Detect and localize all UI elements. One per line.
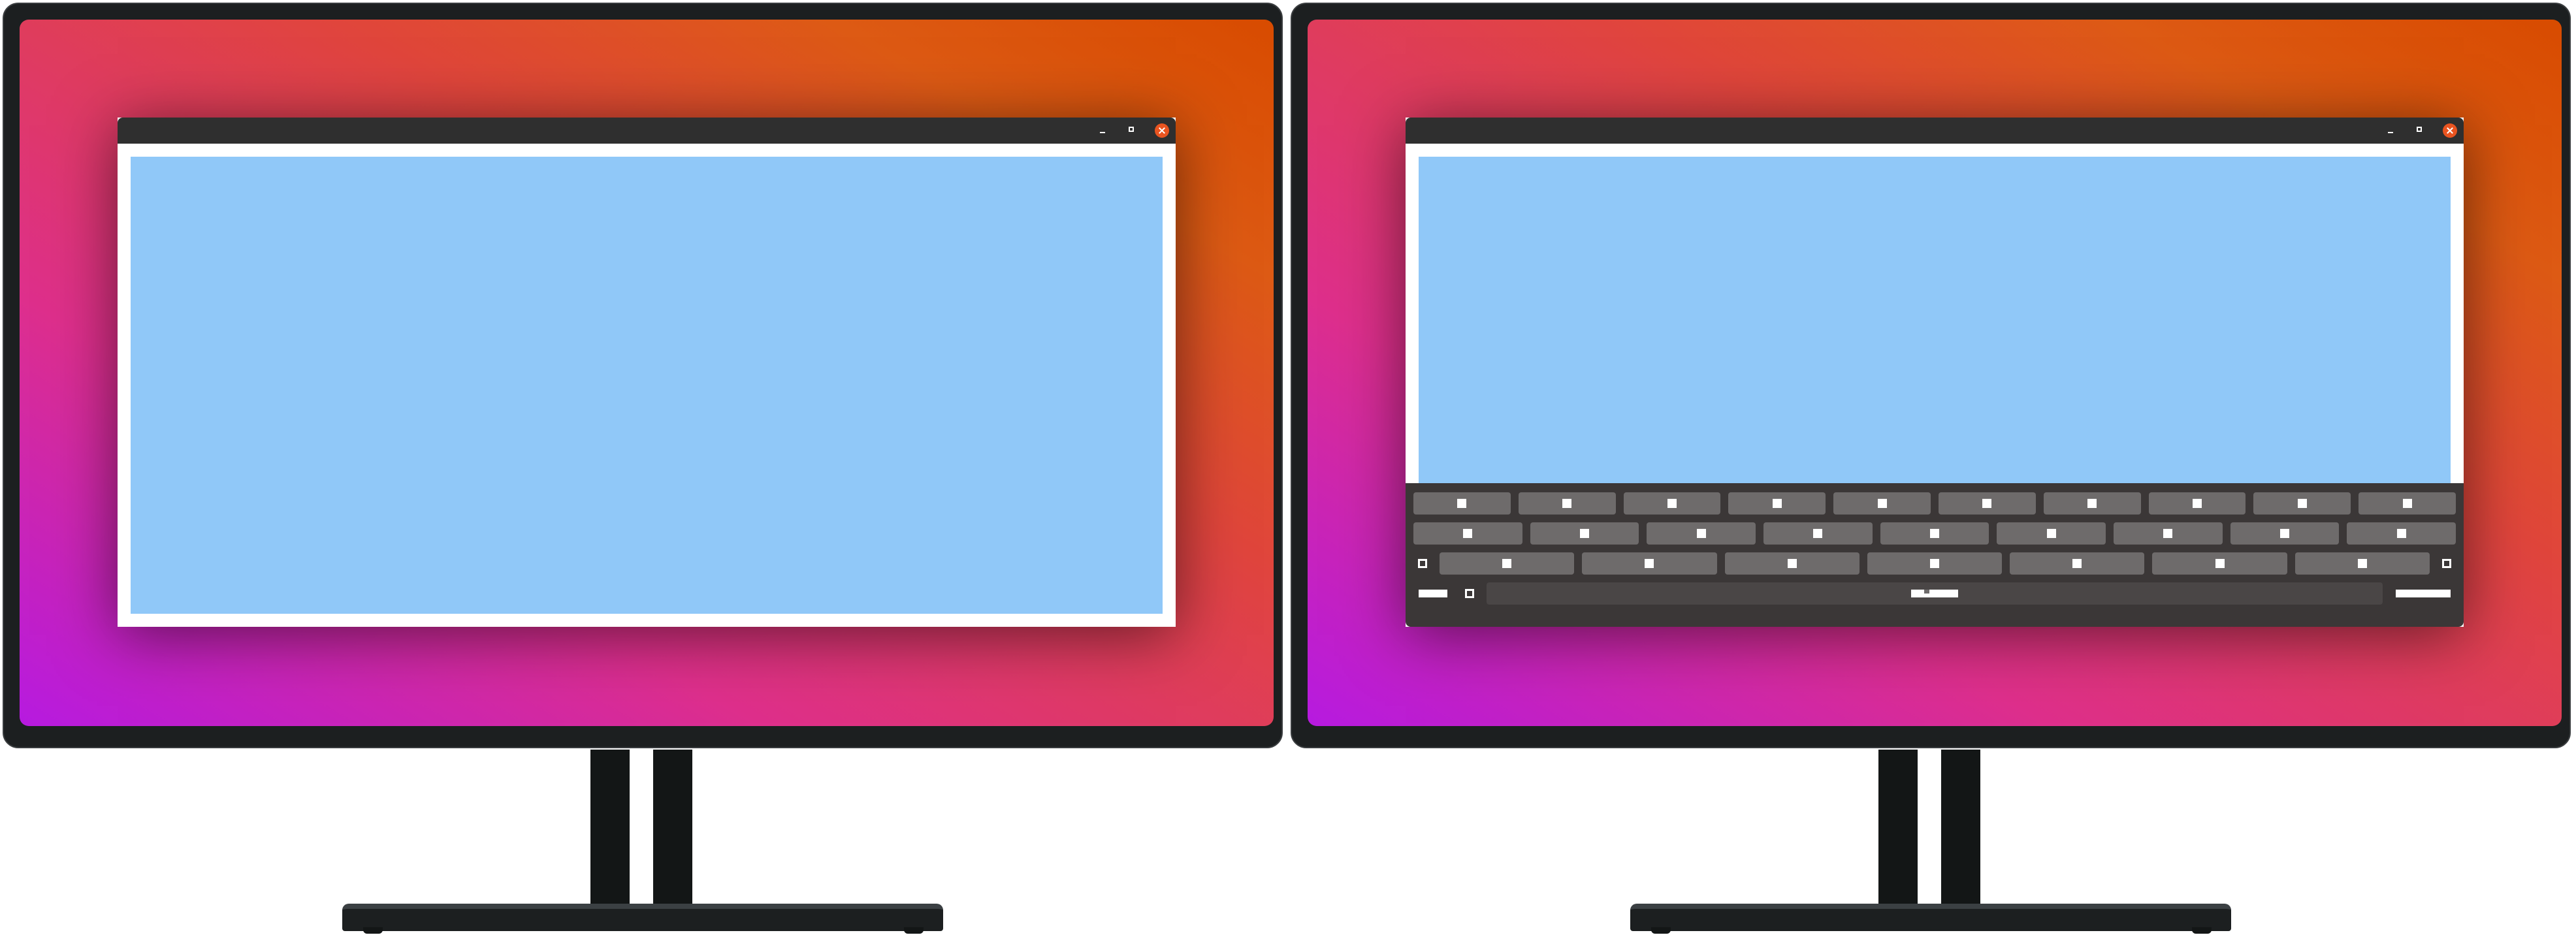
app-window[interactable] [1406, 118, 2464, 627]
monitor-stand-base [342, 904, 943, 931]
close-icon[interactable] [1155, 123, 1169, 138]
monitor-stand-post [590, 750, 630, 908]
desktop-wallpaper [1308, 20, 2562, 726]
keyboard-key[interactable] [1763, 522, 1873, 545]
shift-key[interactable] [1413, 552, 1432, 575]
keyboard-row-1 [1413, 492, 2456, 515]
keyboard-key[interactable] [1647, 522, 1756, 545]
keyboard-key[interactable] [2148, 492, 2246, 515]
keyboard-key[interactable] [1833, 492, 1931, 515]
content-area[interactable] [131, 157, 1163, 614]
keyboard-key[interactable] [2347, 522, 2456, 545]
window-content[interactable] [118, 144, 1176, 627]
window-content[interactable] [1406, 144, 2464, 483]
keyboard-key[interactable] [2359, 492, 2456, 515]
keyboard-key[interactable] [2043, 492, 2141, 515]
keyboard-key[interactable] [2010, 552, 2145, 575]
monitor-stand-foot [363, 927, 383, 934]
minimize-icon[interactable] [1097, 124, 1110, 137]
keyboard-key[interactable] [1724, 552, 1860, 575]
keyboard-key[interactable] [1938, 492, 2036, 515]
monitor-stand-post [653, 750, 692, 908]
monitor-stand-base [1630, 904, 2231, 931]
keyboard-key[interactable] [2253, 492, 2351, 515]
keyboard-key[interactable] [1880, 522, 1989, 545]
keyboard-key[interactable] [1518, 492, 1616, 515]
minimize-icon[interactable] [2385, 124, 2398, 137]
keyboard-key[interactable] [1413, 522, 1522, 545]
maximize-icon[interactable] [1126, 124, 1139, 137]
monitor-stand-foot [1651, 927, 1671, 934]
keyboard-key[interactable] [1867, 552, 2003, 575]
monitor-bezel [3, 3, 1283, 748]
content-area[interactable] [1419, 157, 2451, 483]
keyboard-key[interactable] [2152, 552, 2287, 575]
layout-key[interactable] [1460, 582, 1479, 605]
close-icon[interactable] [2443, 123, 2457, 138]
keyboard-key[interactable] [1582, 552, 1717, 575]
symbols-key[interactable] [1413, 582, 1453, 605]
monitor-right [1288, 0, 2576, 935]
enter-key[interactable] [2391, 582, 2456, 605]
keyboard-key[interactable] [2114, 522, 2223, 545]
keyboard-key[interactable] [2294, 552, 2430, 575]
keyboard-row-4 [1413, 582, 2456, 605]
keyboard-key[interactable] [2230, 522, 2340, 545]
keyboard-key[interactable] [1728, 492, 1826, 515]
app-window[interactable] [118, 118, 1176, 627]
on-screen-keyboard [1406, 483, 2464, 627]
maximize-icon[interactable] [2414, 124, 2427, 137]
monitor-stand-foot [2192, 927, 2212, 934]
keyboard-key[interactable] [1413, 492, 1511, 515]
space-key[interactable] [1487, 582, 2383, 605]
monitor-bezel [1291, 3, 2571, 748]
monitor-stand-foot [904, 927, 924, 934]
backspace-key[interactable] [2438, 552, 2456, 575]
monitor-stand-post [1941, 750, 1980, 908]
monitor-left [0, 0, 1288, 935]
keyboard-key[interactable] [1530, 522, 1639, 545]
keyboard-key[interactable] [1997, 522, 2106, 545]
keyboard-key[interactable] [1440, 552, 1575, 575]
keyboard-key[interactable] [1623, 492, 1721, 515]
window-titlebar[interactable] [1406, 118, 2464, 144]
monitor-stand-post [1878, 750, 1918, 908]
window-titlebar[interactable] [118, 118, 1176, 144]
keyboard-row-2 [1413, 522, 2456, 545]
keyboard-row-3 [1413, 552, 2456, 575]
desktop-wallpaper [20, 20, 1274, 726]
